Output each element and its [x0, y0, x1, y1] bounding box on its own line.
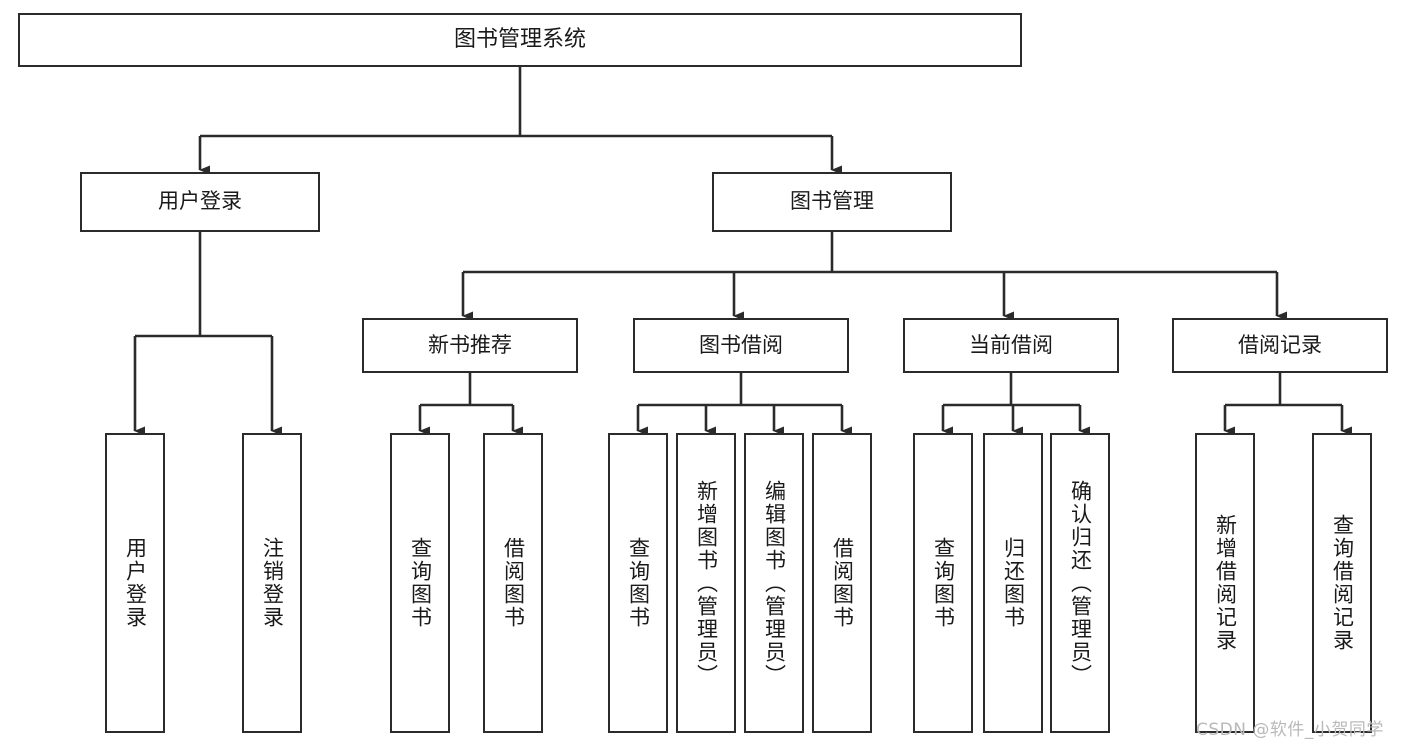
node-leaf-borrow-book-2[interactable]: 借阅图书 [812, 433, 872, 733]
node-leaf-user-login[interactable]: 用户登录 [105, 433, 165, 733]
node-book-borrow[interactable]: 图书借阅 [633, 318, 849, 373]
watermark-text: CSDN @软件_小贺同学 [1196, 720, 1384, 740]
node-leaf-query-borrow-record[interactable]: 查询借阅记录 [1312, 433, 1372, 733]
node-user-login[interactable]: 用户登录 [80, 172, 320, 232]
node-leaf-logout-login[interactable]: 注销登录 [242, 433, 302, 733]
node-leaf-logout-login-label: 注销登录 [260, 537, 285, 629]
node-book-management-label: 图书管理 [790, 189, 874, 214]
node-book-borrow-label: 图书借阅 [699, 332, 783, 357]
node-book-management[interactable]: 图书管理 [712, 172, 952, 232]
node-leaf-edit-book-label: 编辑图书（管理员） [762, 479, 787, 687]
node-leaf-return-book[interactable]: 归还图书 [983, 433, 1043, 733]
connector-lines [133, 67, 1352, 436]
node-user-login-label: 用户登录 [158, 189, 242, 214]
node-new-book-recommend[interactable]: 新书推荐 [362, 318, 578, 373]
node-leaf-query-book-2[interactable]: 查询图书 [608, 433, 668, 733]
node-leaf-add-book[interactable]: 新增图书（管理员） [676, 433, 736, 733]
node-leaf-confirm-return-label: 确认归还（管理员） [1068, 479, 1093, 687]
node-leaf-return-book-label: 归还图书 [1001, 537, 1026, 629]
node-leaf-confirm-return[interactable]: 确认归还（管理员） [1050, 433, 1110, 733]
node-new-book-recommend-label: 新书推荐 [428, 332, 512, 357]
node-leaf-user-login-label: 用户登录 [123, 537, 148, 629]
node-leaf-query-book-1-label: 查询图书 [408, 537, 433, 629]
node-leaf-add-borrow-record-label: 新增借阅记录 [1213, 514, 1238, 652]
node-leaf-borrow-book-2-label: 借阅图书 [830, 537, 855, 629]
node-current-borrow-label: 当前借阅 [969, 332, 1053, 357]
node-leaf-add-borrow-record[interactable]: 新增借阅记录 [1195, 433, 1255, 733]
node-leaf-add-book-label: 新增图书（管理员） [694, 479, 719, 687]
node-leaf-query-book-1[interactable]: 查询图书 [390, 433, 450, 733]
node-borrow-record-label: 借阅记录 [1238, 332, 1322, 357]
node-root[interactable]: 图书管理系统 [18, 13, 1022, 67]
node-root-label: 图书管理系统 [453, 26, 586, 52]
node-leaf-query-book-3[interactable]: 查询图书 [913, 433, 973, 733]
node-leaf-query-book-3-label: 查询图书 [931, 537, 956, 629]
node-leaf-query-book-2-label: 查询图书 [626, 537, 651, 629]
node-current-borrow[interactable]: 当前借阅 [903, 318, 1119, 373]
node-leaf-query-borrow-record-label: 查询借阅记录 [1330, 514, 1355, 652]
node-leaf-edit-book[interactable]: 编辑图书（管理员） [744, 433, 804, 733]
node-leaf-borrow-book-1[interactable]: 借阅图书 [483, 433, 543, 733]
node-leaf-borrow-book-1-label: 借阅图书 [501, 537, 526, 629]
node-borrow-record[interactable]: 借阅记录 [1172, 318, 1388, 373]
